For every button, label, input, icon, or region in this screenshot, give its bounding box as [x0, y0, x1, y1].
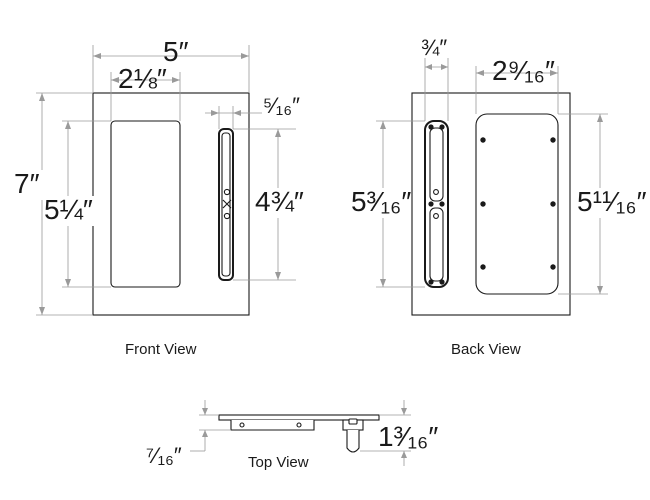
- top-view-label: Top View: [248, 454, 309, 471]
- back-panel: [475, 113, 559, 295]
- back-handle-upper-slot: [429, 127, 444, 202]
- top-window-frame: [230, 420, 315, 431]
- dim-back-panel-width: 2⁹⁄₁₆″: [492, 55, 555, 86]
- back-view-label: Back View: [451, 341, 521, 358]
- dim-top-depth-right: 1³⁄₁₆″: [378, 421, 438, 452]
- top-handle-knob: [346, 430, 360, 453]
- dim-front-handle-height: 4¾″: [255, 186, 304, 217]
- dim-front-width: 5″: [163, 36, 189, 67]
- front-view: 5″ 2⅛″ 7″ 5¼″ ⁵⁄₁₆″: [12, 36, 306, 358]
- dim-window-height: 5¼″: [44, 194, 93, 225]
- dim-back-handle-height: 5³⁄₁₆″: [351, 186, 411, 217]
- dim-front-height: 7″: [14, 168, 40, 199]
- dim-window-width: 2⅛″: [118, 63, 167, 94]
- back-view: ¾″ 2⁹⁄₁₆″ 5³⁄₁₆″ 5¹¹⁄₁₆″ Back View: [350, 35, 647, 358]
- back-handle-screw-top: [433, 189, 439, 195]
- front-handle-screw-top: [223, 188, 231, 196]
- dim-back-handle-width: ¾″: [421, 35, 447, 60]
- front-handle-hinge-mark: [222, 199, 232, 209]
- front-view-label: Front View: [125, 341, 197, 358]
- back-handle-lower-slot: [429, 207, 444, 282]
- front-window-opening: [110, 120, 181, 288]
- back-handle-screw-bottom: [433, 213, 439, 219]
- dim-top-depth-left: ⁷⁄₁₆″: [146, 443, 182, 468]
- top-view: ⁷⁄₁₆″ 1³⁄₁₆″ Top View: [146, 400, 438, 471]
- dim-back-panel-height: 5¹¹⁄₁₆″: [577, 186, 647, 217]
- front-handle-screw-bottom: [223, 212, 231, 220]
- dim-front-handle-width: ⁵⁄₁₆″: [263, 93, 300, 118]
